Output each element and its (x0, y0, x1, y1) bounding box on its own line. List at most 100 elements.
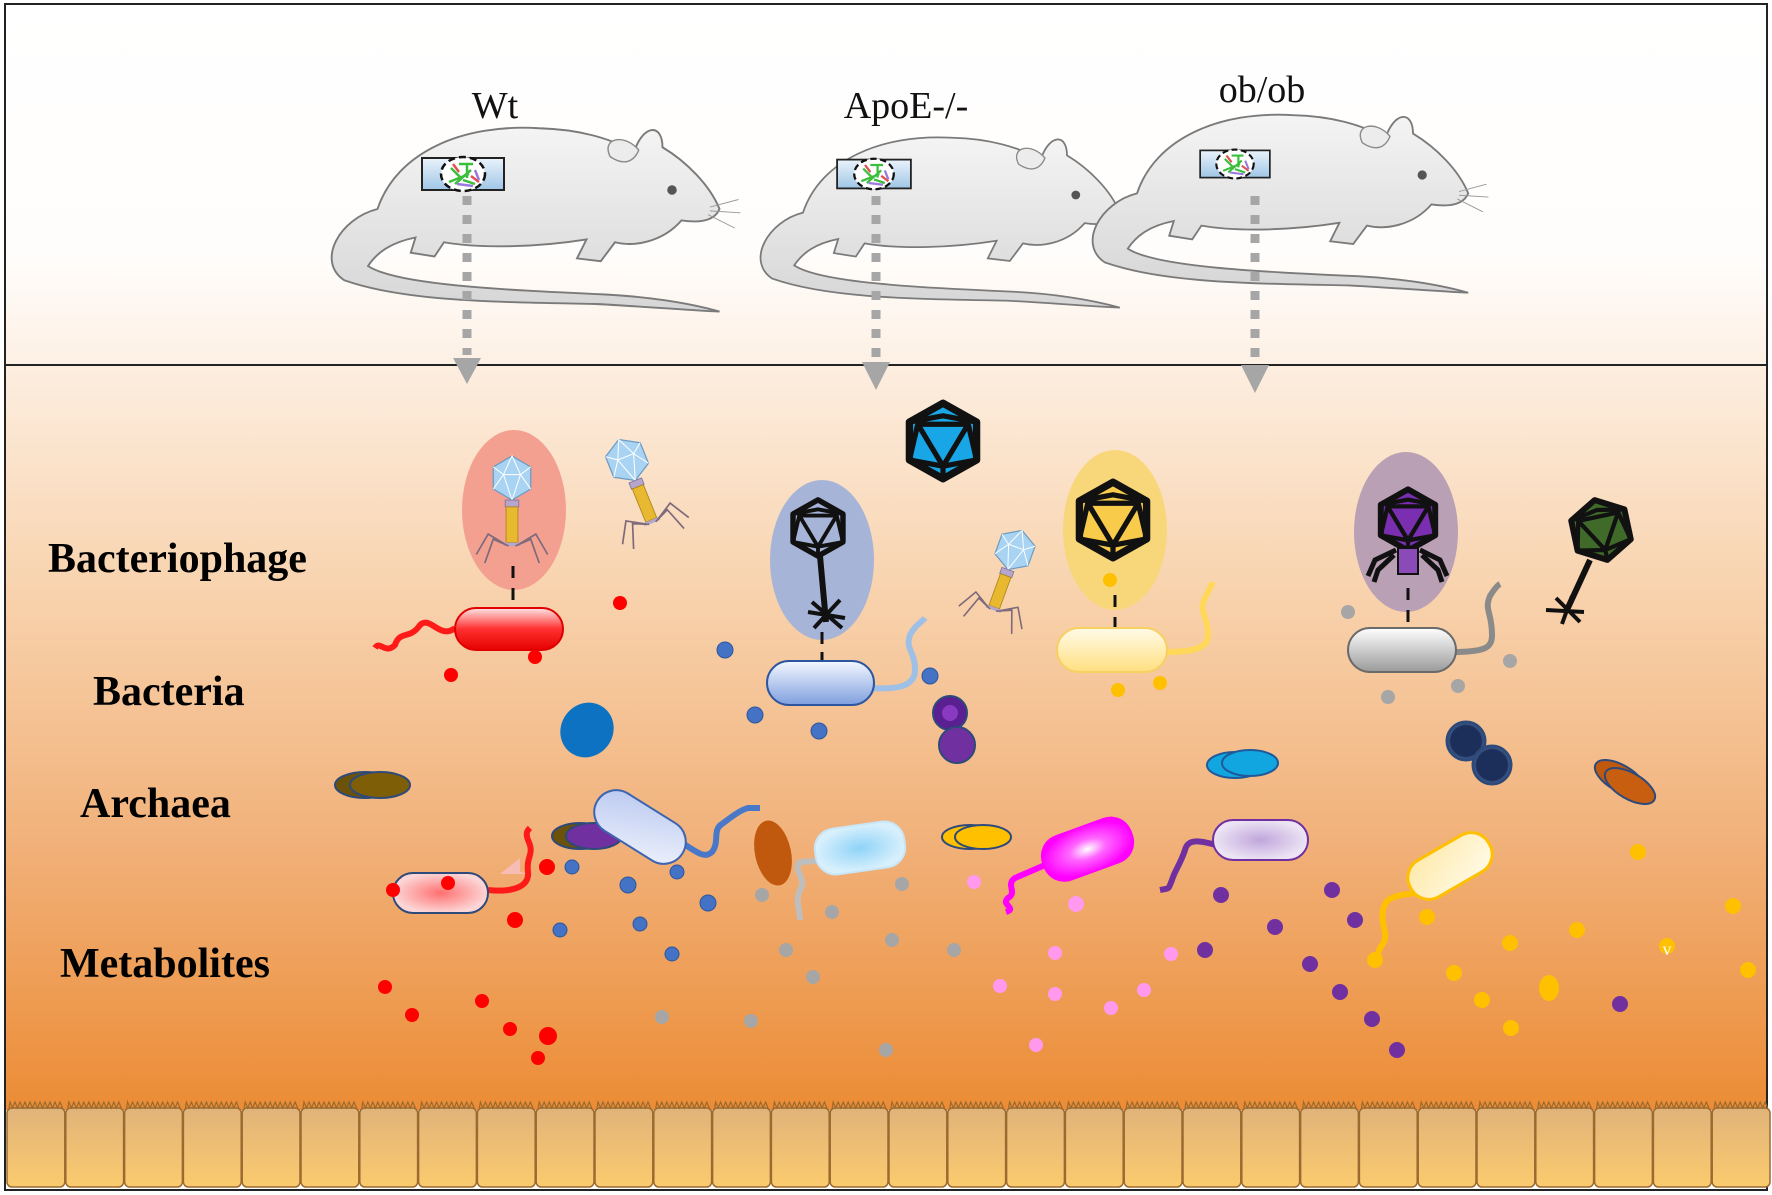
epithelial-cell (653, 1107, 713, 1188)
epithelial-cell (123, 1107, 184, 1188)
metabolite-dot (503, 1022, 517, 1036)
metabolite-dot (825, 905, 839, 919)
frame-border (4, 3, 1768, 1191)
epithelial-cell (65, 1107, 125, 1188)
epithelial-cell (1005, 1107, 1066, 1188)
metabolite-dot (716, 641, 734, 659)
microvilli (478, 1099, 534, 1110)
gut-window-obob (1199, 148, 1271, 180)
microvilli (184, 1099, 240, 1110)
flagellum-yellow (1163, 581, 1215, 655)
epithelial-cell (1182, 1107, 1242, 1188)
stray-mark: v (1663, 939, 1672, 959)
archaeon-olive[interactable] (334, 771, 411, 799)
row-label-bacteriophage: Bacteriophage (48, 536, 307, 582)
metabolite-dot (895, 877, 909, 891)
bacterium-lavender[interactable] (1159, 819, 1309, 893)
metabolite-dot (993, 979, 1007, 993)
microvilli (831, 1099, 887, 1110)
metabolite-dot (947, 943, 961, 957)
bacterium-gray[interactable] (1347, 627, 1457, 673)
metabolite-dot (1137, 983, 1151, 997)
metabolite-dot (1451, 679, 1465, 693)
metabolite-dot (810, 722, 828, 740)
archaeon-yellow[interactable] (941, 824, 1012, 850)
metabolite-dot (1341, 605, 1355, 619)
row-label-bacteria: Bacteria (93, 669, 245, 715)
metabolite-dot (1029, 1038, 1043, 1052)
metabolite-dot (746, 706, 764, 724)
diplococcus-navy[interactable] (1445, 720, 1513, 786)
metabolite-dot (779, 943, 793, 957)
metabolite-dot (539, 859, 555, 875)
metabolite-dot (1389, 1042, 1405, 1058)
epithelial-cell (241, 1107, 301, 1188)
group-label-obob: ob/ob (1219, 69, 1306, 111)
archaeon-blue[interactable] (550, 692, 625, 768)
tailed-phage-black-icon (793, 500, 843, 556)
microvilli (243, 1099, 299, 1110)
metabolite-dot (1569, 922, 1585, 938)
group-label-wt: Wt (472, 85, 519, 127)
metabolite-dot (755, 888, 769, 902)
microvilli (1713, 1099, 1769, 1110)
bacterium-red[interactable] (454, 607, 564, 651)
epithelial-cell (1476, 1107, 1536, 1188)
bacterium-magenta[interactable] (1003, 810, 1141, 915)
metabolite-dot (613, 596, 627, 610)
metabolite-dot (1725, 898, 1741, 914)
bacterium-pale-blue[interactable] (586, 782, 760, 872)
microvilli (772, 1099, 828, 1110)
metabolite-dot (441, 876, 455, 890)
metabolite-dot (921, 667, 939, 685)
microvilli (361, 1099, 416, 1110)
icosahedral-phage-blue-icon (909, 403, 976, 479)
metabolite-dot (619, 876, 637, 894)
microvilli (1008, 1099, 1063, 1110)
metabolite-dot (655, 1010, 669, 1024)
row-label-metabolites: Metabolites (60, 941, 270, 987)
bacterium-yellow[interactable] (1056, 627, 1168, 673)
metabolite-dot (507, 912, 523, 928)
microvilli (8, 1099, 64, 1110)
microvilli (655, 1099, 710, 1110)
epithelial-cell (594, 1107, 654, 1188)
metabolite-dot (1630, 844, 1646, 860)
microvilli (126, 1099, 181, 1110)
microvilli (537, 1099, 593, 1110)
metabolite-dot (632, 916, 648, 932)
microvilli (949, 1099, 1004, 1110)
epithelial-cell (829, 1107, 889, 1188)
epithelial-cell (359, 1107, 419, 1188)
metabolite-dot (564, 859, 580, 875)
archaeon-orange[interactable] (1589, 753, 1660, 812)
metabolite-dot (475, 994, 489, 1008)
microvilli (1125, 1099, 1181, 1110)
epithelial-cell (300, 1107, 360, 1188)
metabolite-dot (1740, 962, 1756, 978)
metabolite-dot (1048, 946, 1062, 960)
microvilli (1066, 1099, 1122, 1110)
bacterium-blue[interactable] (766, 660, 875, 706)
epithelial-cell (535, 1107, 595, 1188)
metabolite-dot (699, 894, 717, 912)
metabolite-dot (1068, 896, 1084, 912)
metabolite-dot (1267, 919, 1283, 935)
microvilli (714, 1099, 769, 1110)
bacterium-sky[interactable] (794, 819, 908, 921)
metabolite-dot (1103, 573, 1117, 587)
metabolite-dot (1197, 942, 1213, 958)
metabolite-dot (1324, 882, 1340, 898)
phage-legs (1365, 547, 1450, 583)
row-label-archaea: Archaea (80, 781, 231, 827)
metabolite-dot (1659, 938, 1675, 954)
diplococcus-purple[interactable] (932, 695, 976, 764)
epithelial-cell (182, 1107, 242, 1188)
archaeon-cyan[interactable] (1206, 749, 1279, 779)
microvilli (1596, 1099, 1651, 1110)
epithelial-cell (1652, 1107, 1712, 1188)
epithelial-cell (1593, 1107, 1654, 1188)
metabolite-dot (1302, 956, 1318, 972)
microvilli (1537, 1099, 1592, 1110)
archaeon-rust[interactable] (749, 817, 798, 889)
